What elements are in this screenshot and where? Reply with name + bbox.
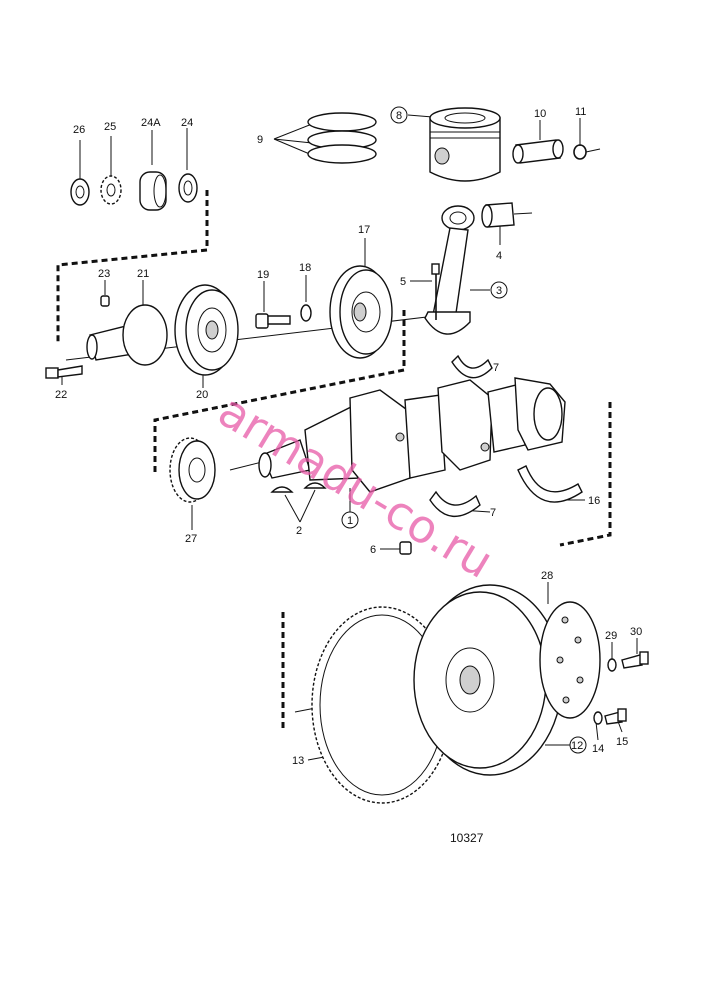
pulley-17	[329, 265, 393, 359]
bolt-30	[621, 651, 649, 669]
key-23	[100, 295, 110, 307]
washer-18	[300, 304, 312, 322]
label-7a: 7	[493, 362, 499, 374]
label-24a: 24A	[141, 117, 161, 129]
frame-crank-right	[559, 402, 612, 547]
frame-crank-left	[153, 310, 406, 475]
bolt-6	[399, 541, 412, 555]
key-2	[270, 482, 327, 493]
label-7b: 7	[490, 507, 496, 519]
label-22: 22	[55, 389, 67, 401]
part-labels: 26 25 24A 24 9 8 10 11 4 5 3 17 18 19 23…	[55, 106, 642, 767]
seal-24	[178, 173, 198, 203]
callout-circle-12	[569, 736, 587, 754]
label-16: 16	[588, 495, 600, 507]
label-9: 9	[257, 134, 263, 146]
piston-rings-9	[307, 112, 377, 164]
diagram-reference-number: 10327	[450, 831, 484, 845]
label-29: 29	[605, 630, 617, 642]
pulley-20	[174, 284, 239, 376]
drive-plate-28	[539, 601, 601, 719]
label-13: 13	[292, 755, 304, 767]
label-17: 17	[358, 224, 370, 236]
label-11: 11	[575, 106, 586, 118]
label-27: 27	[185, 533, 197, 545]
callout-circle-3	[490, 281, 508, 299]
bolt-19	[255, 313, 291, 329]
lock-washer-25	[100, 175, 122, 205]
bolt-22	[45, 365, 83, 379]
label-4: 4	[496, 250, 502, 262]
circlip-11	[573, 144, 601, 160]
label-26: 26	[73, 124, 85, 136]
label-20: 20	[196, 389, 208, 401]
label-5: 5	[400, 276, 406, 288]
shaft-21	[86, 304, 168, 366]
callout-circle-8	[390, 106, 408, 124]
label-3: 3	[496, 285, 502, 297]
frame-pulley-group	[56, 190, 209, 345]
flywheel-12	[413, 584, 563, 776]
label-12: 12	[571, 740, 583, 752]
bolt-15	[604, 708, 627, 725]
label-28: 28	[541, 570, 553, 582]
bearing-shell-7-lower	[429, 490, 481, 518]
bushing-4	[481, 202, 533, 228]
bolt-5	[431, 263, 440, 320]
label-6: 6	[370, 544, 376, 556]
washer-14	[593, 711, 603, 725]
piston-8	[429, 107, 501, 182]
crankshaft-gear-27	[169, 437, 216, 503]
bearing-shell-16	[517, 465, 583, 503]
label-1: 1	[347, 515, 353, 527]
label-14: 14	[592, 743, 604, 755]
connecting-rod-3	[424, 205, 475, 335]
crankshaft-1	[258, 377, 566, 493]
label-25: 25	[104, 121, 116, 133]
label-15: 15	[616, 736, 628, 748]
label-24: 24	[181, 117, 193, 129]
hub-24a	[139, 171, 167, 211]
callout-circle-1	[341, 511, 359, 529]
seal-ring-26	[70, 178, 90, 206]
label-21: 21	[137, 268, 149, 280]
label-19: 19	[257, 269, 269, 281]
label-10: 10	[534, 108, 546, 120]
bearing-shell-7-upper	[451, 354, 493, 379]
label-8: 8	[396, 110, 402, 122]
piston-pin-10	[512, 139, 564, 164]
label-23: 23	[98, 268, 110, 280]
washer-29	[607, 658, 617, 672]
label-2: 2	[296, 525, 302, 537]
label-30: 30	[630, 626, 642, 638]
label-18: 18	[299, 262, 311, 274]
